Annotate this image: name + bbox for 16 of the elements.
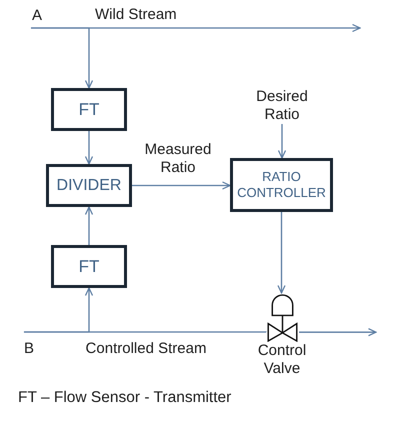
- stream-label: B: [22, 332, 36, 358]
- arrow: [84, 131, 94, 165]
- process-line: [24, 331, 267, 333]
- arrow: [278, 124, 286, 159]
- arrow: [277, 212, 286, 294]
- arrow: [132, 181, 231, 190]
- divider-block: DIVIDER: [46, 164, 132, 207]
- control-valve-icon: [266, 293, 299, 342]
- transmitter-block: FT: [51, 245, 127, 288]
- arrow: [299, 328, 377, 336]
- transmitter-block: FT: [51, 88, 127, 131]
- stream-label: A: [30, 7, 44, 28]
- arrow: [84, 206, 94, 245]
- arrow: [30, 27, 94, 89]
- setpoint-label: Desired Ratio: [250, 88, 314, 124]
- controller-block: RATIO CONTROLLER: [230, 158, 333, 212]
